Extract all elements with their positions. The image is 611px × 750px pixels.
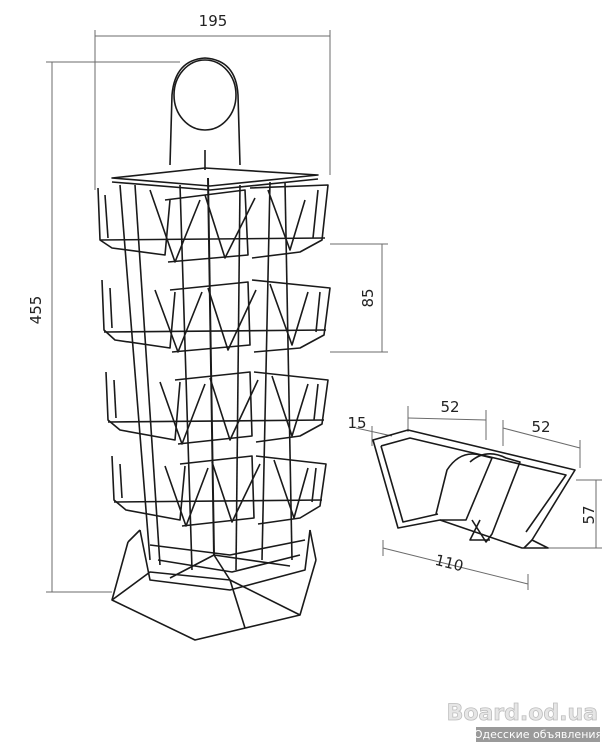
- watermark: Board.od.ua Одесские объявления: [446, 701, 602, 742]
- pocket-tier-4: [111, 455, 327, 527]
- stand-base: [111, 529, 317, 641]
- wire-pocket-detail: [372, 429, 576, 549]
- width-dimension-label: 195: [199, 12, 228, 30]
- watermark-tagline-bar: [476, 727, 600, 742]
- pocket-lip-label: 15: [347, 414, 366, 432]
- pocket-tier-1: [97, 184, 329, 263]
- pocket-tier-2: [101, 279, 331, 353]
- dimension-lines-pocket: [355, 406, 602, 590]
- pocket-back-width-label: 52: [531, 418, 550, 436]
- tier-spacing-label: 85: [359, 288, 377, 307]
- pocket-front-width-label: 52: [440, 398, 459, 416]
- watermark-site-text: Board.od.ua: [447, 701, 598, 726]
- top-header-sign: [169, 57, 241, 166]
- pocket-depth-label: 110: [433, 551, 465, 575]
- height-dimension-label: 455: [27, 296, 45, 325]
- rotating-stand: [97, 57, 331, 641]
- pocket-height-label: 57: [580, 505, 598, 524]
- pocket-tier-3: [105, 371, 329, 445]
- dimension-lines-stand: [46, 30, 388, 593]
- watermark-tagline-text: Одесские объявления: [474, 728, 602, 741]
